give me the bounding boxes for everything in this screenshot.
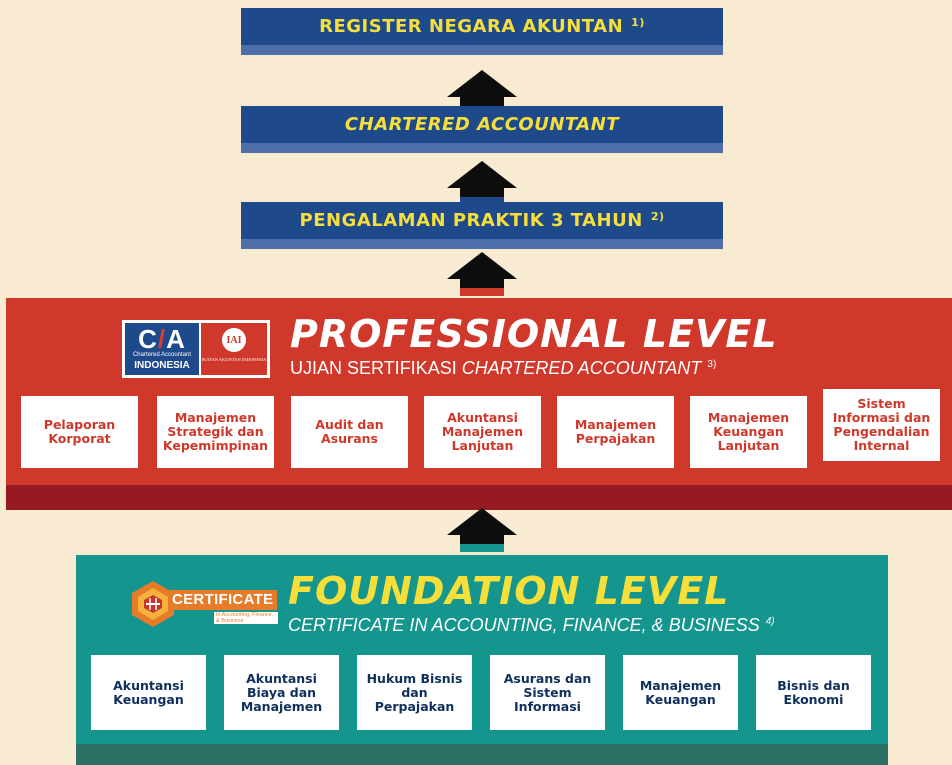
ca-logo-mark: C/A	[138, 324, 186, 354]
up-arrow-icon	[447, 161, 517, 205]
ca-indonesia-logo: C/A Chartered Accountant INDONESIA IAI I…	[122, 320, 270, 378]
foundation-level-panel: CERTIFICATE In Accounting, Finance, & Bu…	[76, 555, 888, 765]
subject-card: Manajemen Keuangan Lanjutan	[690, 396, 807, 468]
footnote-marker: 4)	[765, 616, 775, 627]
up-arrow-icon	[447, 508, 517, 552]
certificate-logo-sub: In Accounting, Finance, & Business	[214, 612, 278, 624]
subject-card: Manajemen Keuangan	[623, 655, 738, 730]
professional-bottom-band	[6, 485, 952, 510]
stack-box-register: REGISTER NEGARA AKUNTAN 1)	[241, 8, 723, 55]
up-arrow-icon	[447, 252, 517, 296]
ca-logo-country: INDONESIA	[134, 360, 190, 371]
ca-logo-sub: Chartered Accountant	[132, 352, 192, 358]
certificate-logo-word: CERTIFICATE	[168, 590, 278, 610]
foundation-bottom-band	[76, 744, 888, 765]
foundation-level-title: FOUNDATION LEVEL	[288, 569, 730, 613]
subject-card: Sistem Informasi dan Pengendalian Intern…	[823, 389, 940, 461]
stack-text: CHARTERED ACCOUNTANT	[344, 114, 620, 135]
subtitle-italic: CHARTERED ACCOUNTANT	[461, 358, 702, 378]
subject-card: Audit dan Asurans	[291, 396, 408, 468]
subject-card: Akuntansi Keuangan	[91, 655, 206, 730]
iai-logo-name: IKATAN AKUNTAN INDONESIA	[201, 357, 267, 362]
stack-text: PENGALAMAN PRAKTIK 3 TAHUN	[299, 210, 643, 231]
subject-card: Akuntansi Manajemen Lanjutan	[424, 396, 541, 468]
stack-strip	[241, 239, 723, 249]
stack-text: REGISTER NEGARA AKUNTAN	[319, 16, 624, 37]
subject-card: Pelaporan Korporat	[21, 396, 138, 468]
stack-label: CHARTERED ACCOUNTANT	[241, 106, 723, 143]
iai-logo-initials: IAI	[222, 328, 246, 352]
footnote-marker: 2)	[650, 210, 665, 223]
stack-box-experience: PENGALAMAN PRAKTIK 3 TAHUN 2)	[241, 202, 723, 249]
subject-card: Asurans dan Sistem Informasi	[490, 655, 605, 730]
subject-card: Bisnis dan Ekonomi	[756, 655, 871, 730]
stack-label: REGISTER NEGARA AKUNTAN 1)	[241, 8, 723, 45]
subject-card: Manajemen Perpajakan	[557, 396, 674, 468]
subject-card: Hukum Bisnis dan Perpajakan	[357, 655, 472, 730]
certificate-logo: CERTIFICATE In Accounting, Finance, & Bu…	[128, 575, 278, 631]
foundation-level-subtitle: CERTIFICATE IN ACCOUNTING, FINANCE, & BU…	[288, 615, 775, 636]
professional-level-panel: C/A Chartered Accountant INDONESIA IAI I…	[6, 298, 952, 510]
stack-label: PENGALAMAN PRAKTIK 3 TAHUN 2)	[241, 202, 723, 239]
stack-strip	[241, 143, 723, 153]
subject-card: Akuntansi Biaya dan Manajemen	[224, 655, 339, 730]
footnote-marker: 1)	[631, 16, 645, 29]
subject-card: Manajemen Strategik dan Kepemimpinan	[157, 396, 274, 468]
subtitle-text: CERTIFICATE IN ACCOUNTING, FINANCE, & BU…	[288, 615, 760, 635]
stack-strip	[241, 45, 723, 55]
certificate-hexagon-icon	[132, 581, 174, 627]
professional-level-title: PROFESSIONAL LEVEL	[290, 312, 778, 356]
subtitle-plain: UJIAN SERTIFIKASI	[290, 358, 462, 378]
iai-logo: IAI IKATAN AKUNTAN INDONESIA	[201, 323, 267, 375]
professional-level-subtitle: UJIAN SERTIFIKASI CHARTERED ACCOUNTANT 3)	[290, 358, 716, 379]
footnote-marker: 3)	[707, 359, 717, 370]
stack-box-chartered: CHARTERED ACCOUNTANT	[241, 106, 723, 153]
